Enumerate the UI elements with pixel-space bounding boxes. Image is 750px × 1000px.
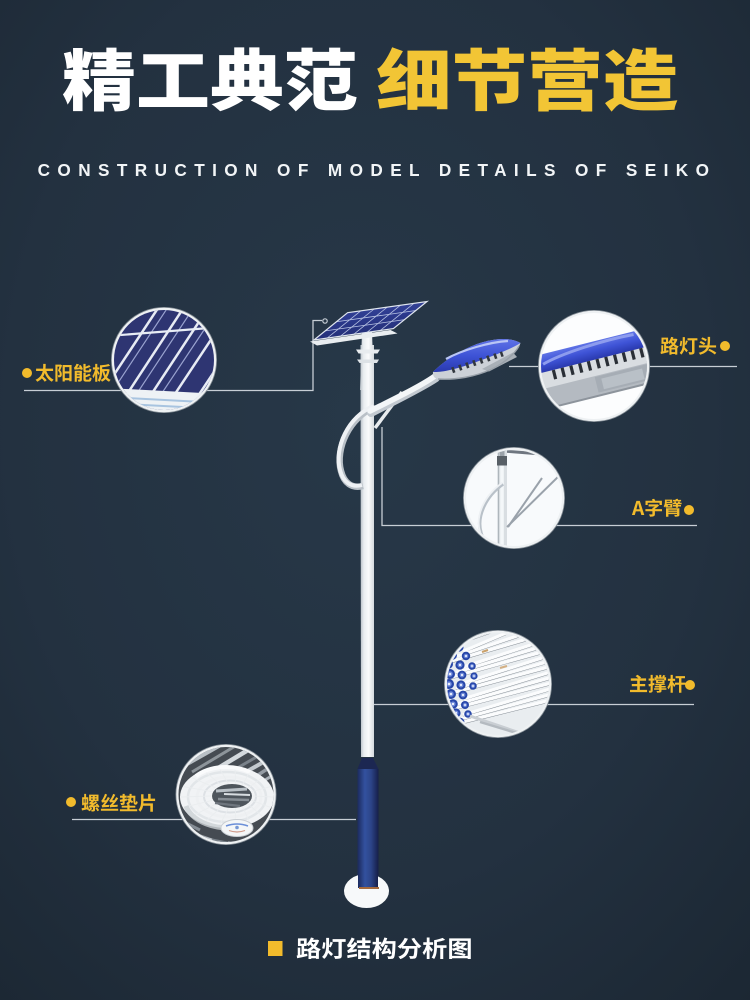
svg-text:CONSTRUCTION OF MODEL DETAILS: CONSTRUCTION OF MODEL DETAILS OF SEIKO	[38, 160, 717, 180]
